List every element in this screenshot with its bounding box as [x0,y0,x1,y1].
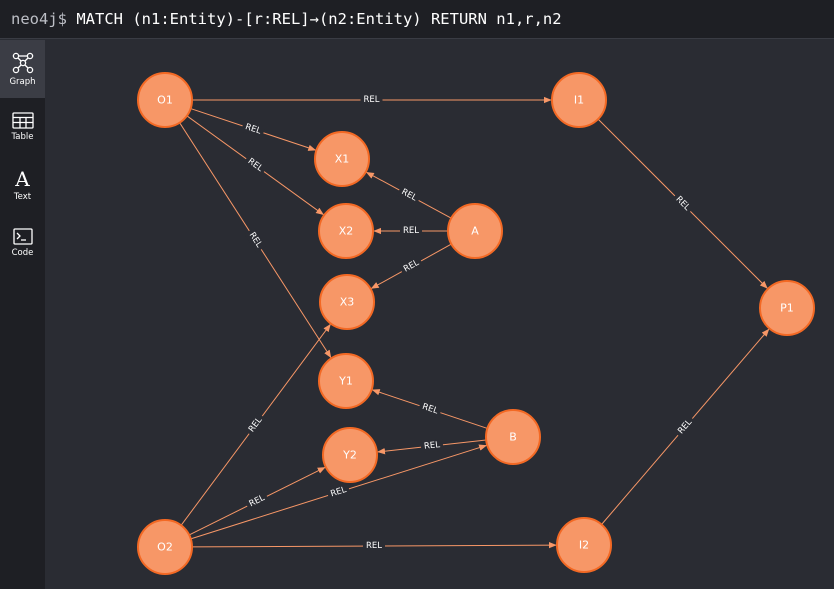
query-prompt: neo4j$ [11,10,67,28]
relationship-a-x1[interactable]: REL [365,171,452,219]
text-icon: A [15,166,30,191]
table-icon [11,112,34,129]
relationships-layer: RELRELRELRELRELRELRELRELRELRELRELRELRELR… [179,94,770,553]
relationship-label: REL [403,226,419,236]
code-icon [12,228,33,245]
node-circle[interactable] [319,274,375,330]
relationship-label: REL [366,541,382,551]
relationship-label-background [242,153,268,177]
sidebar-item-code[interactable]: Code [0,214,45,272]
node-a[interactable]: A [447,203,503,259]
view-sidebar: Graph Table A Text Code [0,40,45,589]
node-circle[interactable] [551,72,607,128]
node-circle[interactable] [137,72,193,128]
node-circle[interactable] [322,427,378,483]
relationship-label-background [670,191,695,216]
relationship-b-y1[interactable]: REL [371,389,488,429]
sidebar-item-text[interactable]: A Text [0,156,45,214]
relationship-o1-x1[interactable]: REL [190,108,317,151]
node-y2[interactable]: Y2 [322,427,378,483]
relationship-o1-i1[interactable]: REL [192,94,552,106]
node-circle[interactable] [318,203,374,259]
query-spacer [67,10,76,28]
node-p1[interactable]: P1 [759,280,815,336]
graph-canvas[interactable]: RELRELRELRELRELRELRELRELRELRELRELRELRELR… [45,40,834,589]
relationship-label-background [244,490,270,512]
relationship-label-background [673,414,697,440]
relationship-label: REL [244,122,263,137]
node-circle[interactable] [759,280,815,336]
relationship-a-x2[interactable]: REL [373,225,448,237]
relationship-label-background [398,255,424,277]
node-x3[interactable]: X3 [319,274,375,330]
relationship-label-background [240,120,266,139]
relationship-i2-p1[interactable]: REL [601,328,770,525]
relationship-label-background [326,483,351,502]
node-circle[interactable] [485,409,541,465]
relationship-label-background [244,412,268,438]
relationship-o2-y2[interactable]: REL [188,467,326,536]
node-y1[interactable]: Y1 [318,353,374,409]
relationship-label: REL [423,440,440,452]
relationship-a-x3[interactable]: REL [370,243,452,289]
relationship-label-background [420,438,444,454]
relationship-label-background [400,225,422,237]
relationship-label-background [396,184,422,206]
relationship-i1-p1[interactable]: REL [597,118,768,289]
node-x2[interactable]: X2 [318,203,374,259]
sidebar-item-table-label: Table [11,132,34,142]
node-circle[interactable] [318,353,374,409]
relationship-o2-b[interactable]: REL [190,444,488,540]
sidebar-item-text-label: Text [13,191,32,202]
node-b[interactable]: B [485,409,541,465]
node-circle[interactable] [137,519,193,575]
relationship-b-y2[interactable]: REL [377,438,487,455]
sidebar-item-graph-label: Graph [9,76,36,87]
node-x1[interactable]: X1 [314,131,370,187]
relationship-label: REL [363,95,379,105]
node-o1[interactable]: O1 [137,72,193,128]
relationship-label: REL [421,402,440,417]
node-circle[interactable] [556,517,612,573]
query-text[interactable]: MATCH (n1:Entity)-[r:REL]→(n2:Entity) RE… [76,10,562,28]
sidebar-item-code-label: Code [11,248,34,258]
node-i2[interactable]: I2 [556,517,612,573]
node-circle[interactable] [447,203,503,259]
relationship-label: REL [329,485,348,499]
graph-icon [12,52,34,74]
node-o2[interactable]: O2 [137,519,193,575]
node-circle[interactable] [314,131,370,187]
sidebar-item-graph[interactable]: Graph [0,40,45,98]
relationship-label-background [360,94,383,106]
node-i1[interactable]: I1 [551,72,607,128]
relationship-o2-i2[interactable]: REL [191,539,557,553]
sidebar-item-table[interactable]: Table [0,98,45,156]
query-bar[interactable]: neo4j$ MATCH (n1:Entity)-[r:REL]→(n2:Ent… [0,0,834,39]
relationship-label-background [362,539,386,553]
relationship-label-background [244,227,267,253]
relationship-label-background [417,399,443,419]
